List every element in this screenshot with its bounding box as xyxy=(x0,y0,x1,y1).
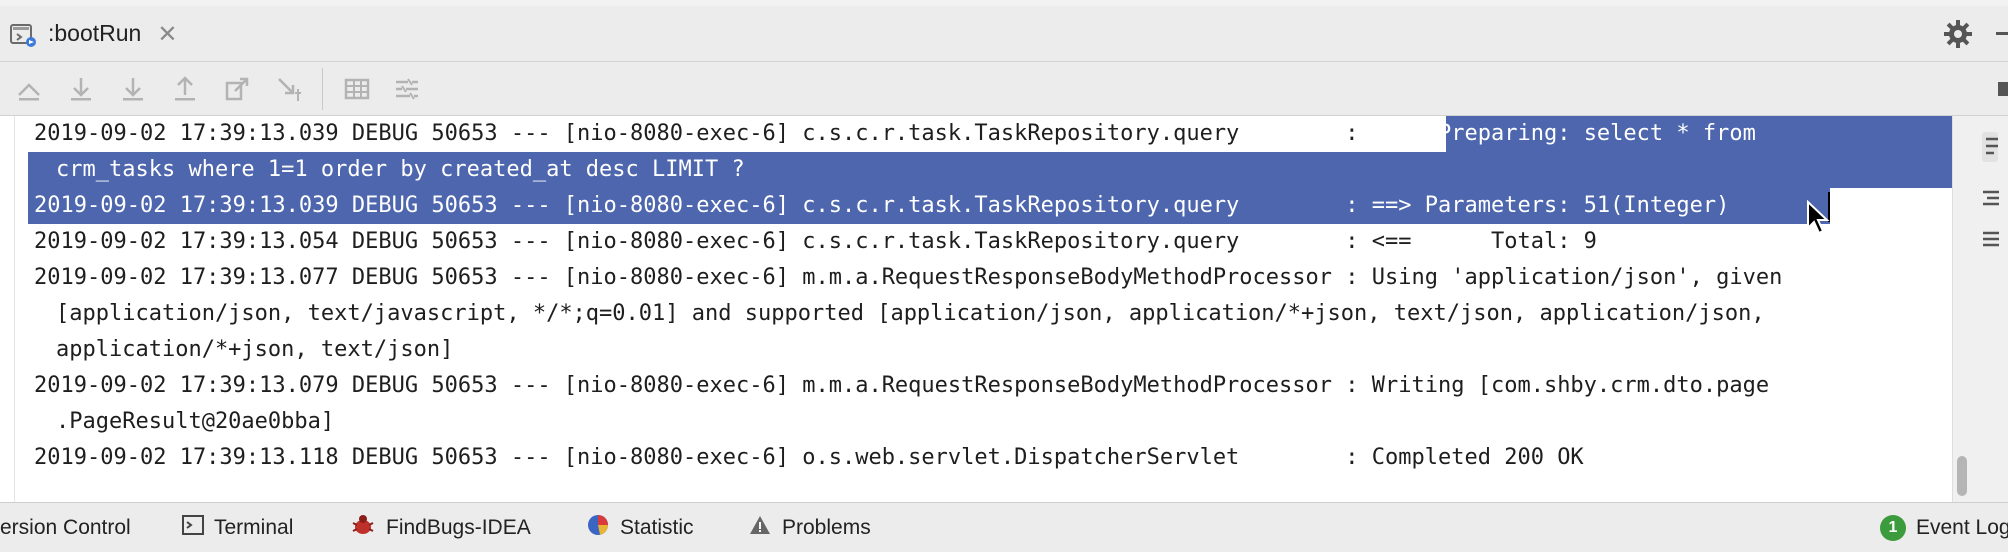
log-line: 2019-09-02 17:39:13.054 DEBUG 50653 --- … xyxy=(34,229,1597,254)
terminal-icon xyxy=(182,514,204,542)
run-config-icon xyxy=(8,19,38,49)
log-line: [application/json, text/javascript, */*;… xyxy=(56,301,1765,326)
tab-statistic[interactable]: Statistic xyxy=(586,503,694,552)
tab-label: Terminal xyxy=(214,516,294,539)
tab-label: Problems xyxy=(782,516,871,539)
log-line: application/*+json, text/json] xyxy=(56,337,454,362)
tab-label: Event Log xyxy=(1916,516,2008,539)
tab-terminal[interactable]: Terminal xyxy=(182,503,293,552)
scroll-to-top-icon[interactable] xyxy=(12,72,46,106)
close-icon[interactable]: ✕ xyxy=(157,19,178,48)
tab-findbugs[interactable]: FindBugs-IDEA xyxy=(350,503,531,552)
download-icon[interactable] xyxy=(116,72,150,106)
tab-label: ersion Control xyxy=(0,516,131,539)
warning-icon xyxy=(748,514,772,542)
tool-window-header: :bootRun ✕ xyxy=(0,6,2008,62)
log-line: crm_tasks where 1=1 order by created_at … xyxy=(56,157,745,182)
tab-label: Statistic xyxy=(620,516,694,539)
console-output[interactable]: 2019-09-02 17:39:13.039 DEBUG 50653 --- … xyxy=(0,116,1952,502)
log-line: 2019-09-02 17:39:13.118 DEBUG 50653 --- … xyxy=(34,445,1584,470)
selection-highlight xyxy=(28,152,1952,188)
selection-highlight xyxy=(1446,116,1952,152)
console-toolbar xyxy=(0,62,2008,116)
soft-wrap-icon[interactable] xyxy=(1980,130,2002,162)
selection-highlight xyxy=(28,188,1830,224)
tab-title: :bootRun xyxy=(48,20,142,46)
tab-problems[interactable]: Problems xyxy=(748,503,871,552)
clear-icon[interactable] xyxy=(272,72,306,106)
export-icon[interactable] xyxy=(220,72,254,106)
text-caret xyxy=(1828,192,1830,222)
log-line: .PageResult@20ae0bba] xyxy=(56,409,335,434)
tab-event-log[interactable]: 1 Event Log xyxy=(1880,503,2008,552)
console-side-panel xyxy=(1952,116,2008,502)
log-line: 2019-09-02 17:39:13.079 DEBUG 50653 --- … xyxy=(34,373,1770,398)
minimize-icon[interactable] xyxy=(1996,32,2008,35)
log-line: 2019-09-02 17:39:13.077 DEBUG 50653 --- … xyxy=(34,265,1783,290)
tab-bootrun[interactable]: :bootRun ✕ xyxy=(0,6,189,61)
scroll-to-end-icon[interactable] xyxy=(64,72,98,106)
mouse-pointer-icon xyxy=(1806,199,1832,236)
console-gutter xyxy=(0,116,15,502)
table-icon[interactable] xyxy=(340,72,374,106)
filter-icon[interactable] xyxy=(390,72,424,106)
scrollbar-thumb[interactable] xyxy=(1957,456,1967,496)
scroll-to-end-side-icon[interactable] xyxy=(1980,186,2002,210)
log-line: 2019-09-02 17:39:13.039 DEBUG 50653 --- … xyxy=(34,121,1756,146)
tab-version-control[interactable]: ersion Control xyxy=(0,503,131,552)
log-line: 2019-09-02 17:39:13.039 DEBUG 50653 --- … xyxy=(34,193,1730,218)
gear-icon[interactable] xyxy=(1942,18,1974,50)
upload-icon[interactable] xyxy=(168,72,202,106)
layout-icon[interactable] xyxy=(1998,74,2008,104)
bottom-tool-bar: ersion Control Terminal FindBugs-IDEA St… xyxy=(0,502,2008,552)
bug-icon xyxy=(350,513,376,543)
event-count-badge: 1 xyxy=(1880,515,1906,541)
print-icon[interactable] xyxy=(1980,228,2002,252)
tab-label: FindBugs-IDEA xyxy=(386,516,531,539)
statistic-icon xyxy=(586,513,610,543)
